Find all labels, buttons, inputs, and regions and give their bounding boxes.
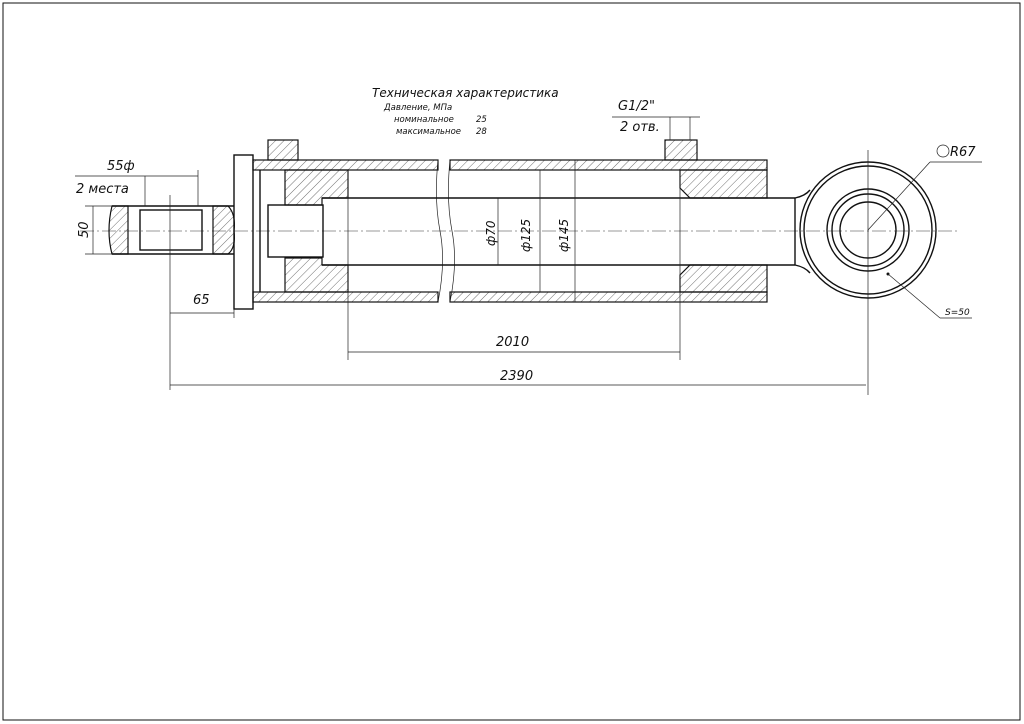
- pin-places-label: 2 места: [76, 182, 129, 197]
- spec-nominal-value: 25: [476, 115, 487, 125]
- pin-diameter-label: 55ф: [107, 159, 135, 174]
- dimension-lines: [75, 116, 866, 386]
- port-rear: [267, 139, 299, 161]
- spec-title: Техническая характеристика: [372, 86, 559, 100]
- clevis-width-label: 50: [77, 221, 92, 238]
- port-front: [664, 139, 698, 161]
- spec-nominal-label: номинальное: [394, 115, 454, 125]
- bore-diameter-label: ф125: [519, 219, 533, 252]
- closed-length-label: 2390: [500, 369, 533, 384]
- spec-pressure-label: Давление, МПа: [383, 103, 452, 113]
- stroke-label: 2010: [496, 335, 529, 350]
- piston: [267, 169, 349, 293]
- spec-max-label: максимальное: [396, 127, 461, 137]
- rear-flange: [233, 154, 254, 310]
- eye-radius-label: R67: [950, 145, 976, 160]
- spec-max-value: 28: [476, 127, 487, 137]
- rod-eye: [794, 144, 982, 395]
- rod-diameter-label: ф70: [484, 220, 498, 246]
- eye-thickness-label: S=50: [945, 308, 970, 318]
- rear-clevis: [108, 195, 235, 390]
- rod-gland: [679, 169, 768, 360]
- clevis-offset-label: 65: [193, 293, 210, 308]
- port-thread-label: G1/2": [618, 99, 655, 114]
- tube-diameter-label: ф145: [557, 219, 571, 252]
- port-count-label: 2 отв.: [620, 120, 660, 135]
